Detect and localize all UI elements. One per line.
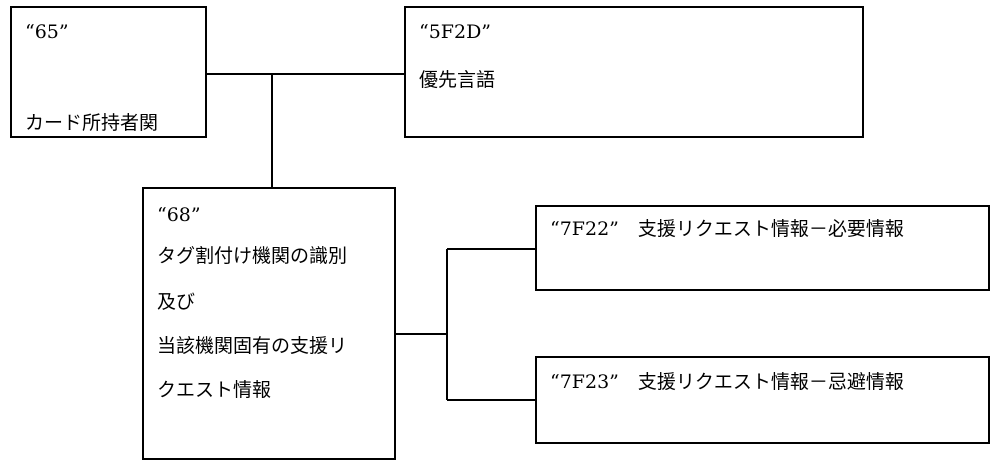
node-68-line-3: 当該機関固有の支援リ <box>157 335 348 357</box>
node-65-label: カード所持者関 <box>25 112 159 134</box>
node-7f22: “7F22” 支援リクエスト情報－必要情報 <box>535 205 990 291</box>
node-7f22-text: “7F22” 支援リクエスト情報－必要情報 <box>550 218 904 240</box>
node-5f2d-label: 優先言語 <box>419 69 496 91</box>
node-68-code: “68” <box>157 204 201 226</box>
node-5f2d-code: “5F2D” <box>419 21 492 43</box>
node-65: “65” カード所持者関 <box>10 6 207 138</box>
node-5f2d: “5F2D” 優先言語 <box>404 6 864 138</box>
node-68-line-4: クエスト情報 <box>157 379 272 401</box>
node-68: “68” タグ割付け機関の識別 及び 当該機関固有の支援リ クエスト情報 <box>142 187 396 460</box>
node-65-code: “65” <box>25 21 69 43</box>
node-68-line-2: 及び <box>157 291 196 313</box>
node-68-line-1: タグ割付け機関の識別 <box>157 245 348 267</box>
node-7f23: “7F23” 支援リクエスト情報－忌避情報 <box>535 356 990 444</box>
node-7f23-text: “7F23” 支援リクエスト情報－忌避情報 <box>550 371 904 393</box>
